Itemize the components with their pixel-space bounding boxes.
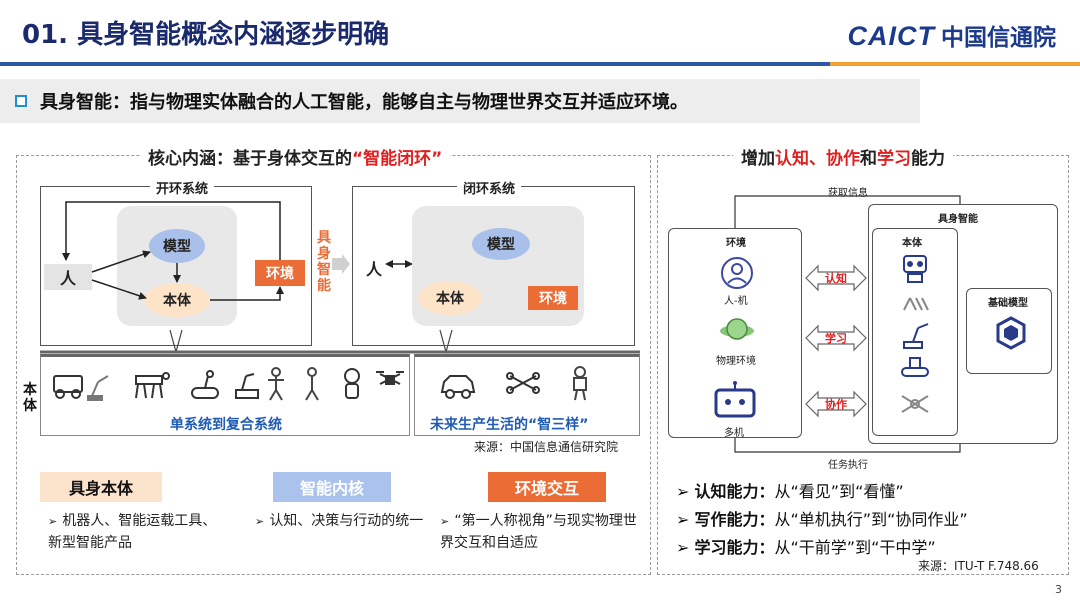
- page-number: 3: [1055, 583, 1062, 596]
- right-title-highlight: 协作: [826, 149, 860, 169]
- logo-en: CAICT: [847, 21, 935, 51]
- body-box-label: 本体: [902, 238, 922, 249]
- industrial-arm-icon: [903, 323, 929, 349]
- right-title-highlight: 认知: [775, 149, 809, 169]
- closed-body-node: 本体: [418, 281, 482, 315]
- humanoid-service-icon: [573, 366, 587, 401]
- legged-robot-icon: [903, 297, 929, 311]
- arrow-label-collaboration: 协作: [825, 398, 847, 411]
- open-body-node: 本体: [144, 283, 210, 317]
- triangle-bullet-icon: ➢: [676, 538, 690, 557]
- ability-cognition: ➢ 认知能力：从“看见”到“看懂”: [676, 482, 904, 501]
- left-panel-title: 核心内涵：基于身体交互的“智能闭环”: [140, 144, 451, 169]
- drone-icon: [376, 371, 404, 385]
- robot-icons-row: [53, 366, 587, 401]
- closed-person-node: 人: [366, 260, 383, 279]
- left-title-highlight: “智能闭环”: [352, 149, 443, 169]
- humanoid-robot-icon: [268, 367, 284, 401]
- service-robot-icon: [344, 368, 360, 399]
- multi-robot-icon: [714, 381, 756, 418]
- triangle-bullet-icon: ➢: [255, 515, 265, 528]
- cube-model-icon: [996, 316, 1026, 350]
- triangle-bullet-icon: ➢: [440, 515, 450, 528]
- closed-model-node: 模型: [472, 228, 530, 260]
- base-model-label: 基础模型: [988, 298, 1028, 309]
- closed-loop-label: 闭环系统: [457, 178, 522, 197]
- open-env-node: 环境: [255, 260, 305, 286]
- person-icon: [721, 257, 753, 289]
- vehicle-robot-icon: [53, 375, 83, 399]
- double-arrows: [805, 264, 867, 418]
- arrow-label-cognition: 认知: [825, 272, 847, 285]
- strip-right-caption: 未来生产生活的“智三样”: [430, 417, 589, 433]
- right-title-part: 和: [860, 149, 877, 169]
- env-item-human-machine: 人-机: [724, 296, 748, 307]
- open-person-node: 人: [44, 264, 92, 290]
- strip-side-label: 本体: [23, 382, 37, 414]
- tag-intelligent-core: 智能内核: [273, 472, 391, 502]
- right-title-highlight: 学习: [877, 149, 911, 169]
- definition-band: [0, 79, 920, 123]
- title-rule: [0, 62, 1080, 66]
- acquire-info-line: [734, 195, 961, 230]
- quadruped-robot-icon: [135, 372, 170, 399]
- definition-text: 具身智能：指与物理实体融合的人工智能，能够自主与物理世界交互并适应环境。: [40, 92, 688, 113]
- right-panel-title: 增加认知、协作和学习能力: [733, 144, 953, 169]
- planet-icon: [720, 318, 754, 340]
- left-title-prefix: 核心内涵：基于身体交互的: [148, 149, 352, 169]
- car-icon: [440, 375, 476, 399]
- env-item-multi-machine: 多机: [724, 428, 744, 439]
- robot-head-icon: [903, 255, 927, 283]
- closed-env-node: 环境: [528, 286, 578, 310]
- right-title-part: 、: [809, 149, 826, 169]
- tag-env-desc: ➢ “第一人称视角”与现实物理世界交互和自适应: [440, 513, 637, 551]
- open-loop-top-arrow: [62, 201, 281, 261]
- ability-collaboration: ➢ 写作能力：从“单机执行”到“协同作业”: [676, 510, 968, 529]
- arrow-label-learning: 学习: [825, 332, 847, 345]
- body-box: [872, 228, 958, 436]
- mobile-manipulator-icon: [235, 373, 259, 399]
- embodied-vertical-label: 具身智能: [317, 230, 331, 294]
- open-person-body-arrow: [91, 279, 147, 300]
- square-bullet-icon: [15, 95, 27, 107]
- acquire-info-label: 获取信息: [828, 188, 868, 199]
- ability-learning: ➢ 学习能力：从“干前学”到“干中学”: [676, 538, 936, 557]
- tracked-robot-icon: [191, 370, 219, 399]
- left-source: 来源：中国信息通信研究院: [474, 440, 619, 454]
- strip-left-caption: 单系统到复合系统: [170, 417, 282, 433]
- open-person-model-arrow: [91, 250, 151, 273]
- open-body-env-arrow: [210, 286, 284, 301]
- tag-embodied-body: 具身本体: [40, 472, 162, 502]
- right-source: 来源：ITU-T F.748.66: [918, 559, 1039, 573]
- caict-logo: CAICT 中国信通院: [848, 18, 1057, 52]
- triangle-bullet-icon: ➢: [676, 510, 690, 529]
- drone-body-icon: [901, 395, 929, 413]
- right-title-part: 增加: [741, 149, 775, 169]
- task-exec-line: [734, 436, 961, 453]
- biped-robot-icon: [305, 367, 319, 401]
- tag-body-desc: ➢ 机器人、智能运载工具、新型智能产品: [48, 513, 217, 551]
- conveyor-robot-icon: [901, 357, 929, 377]
- body-robot-icons: [901, 255, 929, 413]
- open-loop-label: 开环系统: [150, 178, 215, 197]
- robot-arm-icon: [87, 375, 109, 401]
- triangle-bullet-icon: ➢: [676, 482, 690, 501]
- tag-core-desc: ➢ 认知、决策与行动的统一: [255, 513, 424, 529]
- right-title-part: 能力: [911, 149, 945, 169]
- environment-label: 环境: [726, 238, 746, 249]
- open-model-node: 模型: [149, 229, 205, 263]
- title-rule-accent: [830, 62, 1080, 66]
- transition-arrow-icon: [332, 254, 350, 274]
- logo-zh: 中国信通院: [941, 25, 1056, 51]
- env-item-physical: 物理环境: [716, 356, 756, 367]
- embodied-intelligence-label: 具身智能: [938, 214, 978, 225]
- tag-env-interaction: 环境交互: [488, 472, 606, 502]
- quadcopter-icon: [506, 372, 540, 394]
- task-exec-label: 任务执行: [828, 460, 868, 471]
- slide-title: 01. 具身智能概念内涵逐步明确: [22, 20, 390, 50]
- triangle-bullet-icon: ➢: [48, 515, 58, 528]
